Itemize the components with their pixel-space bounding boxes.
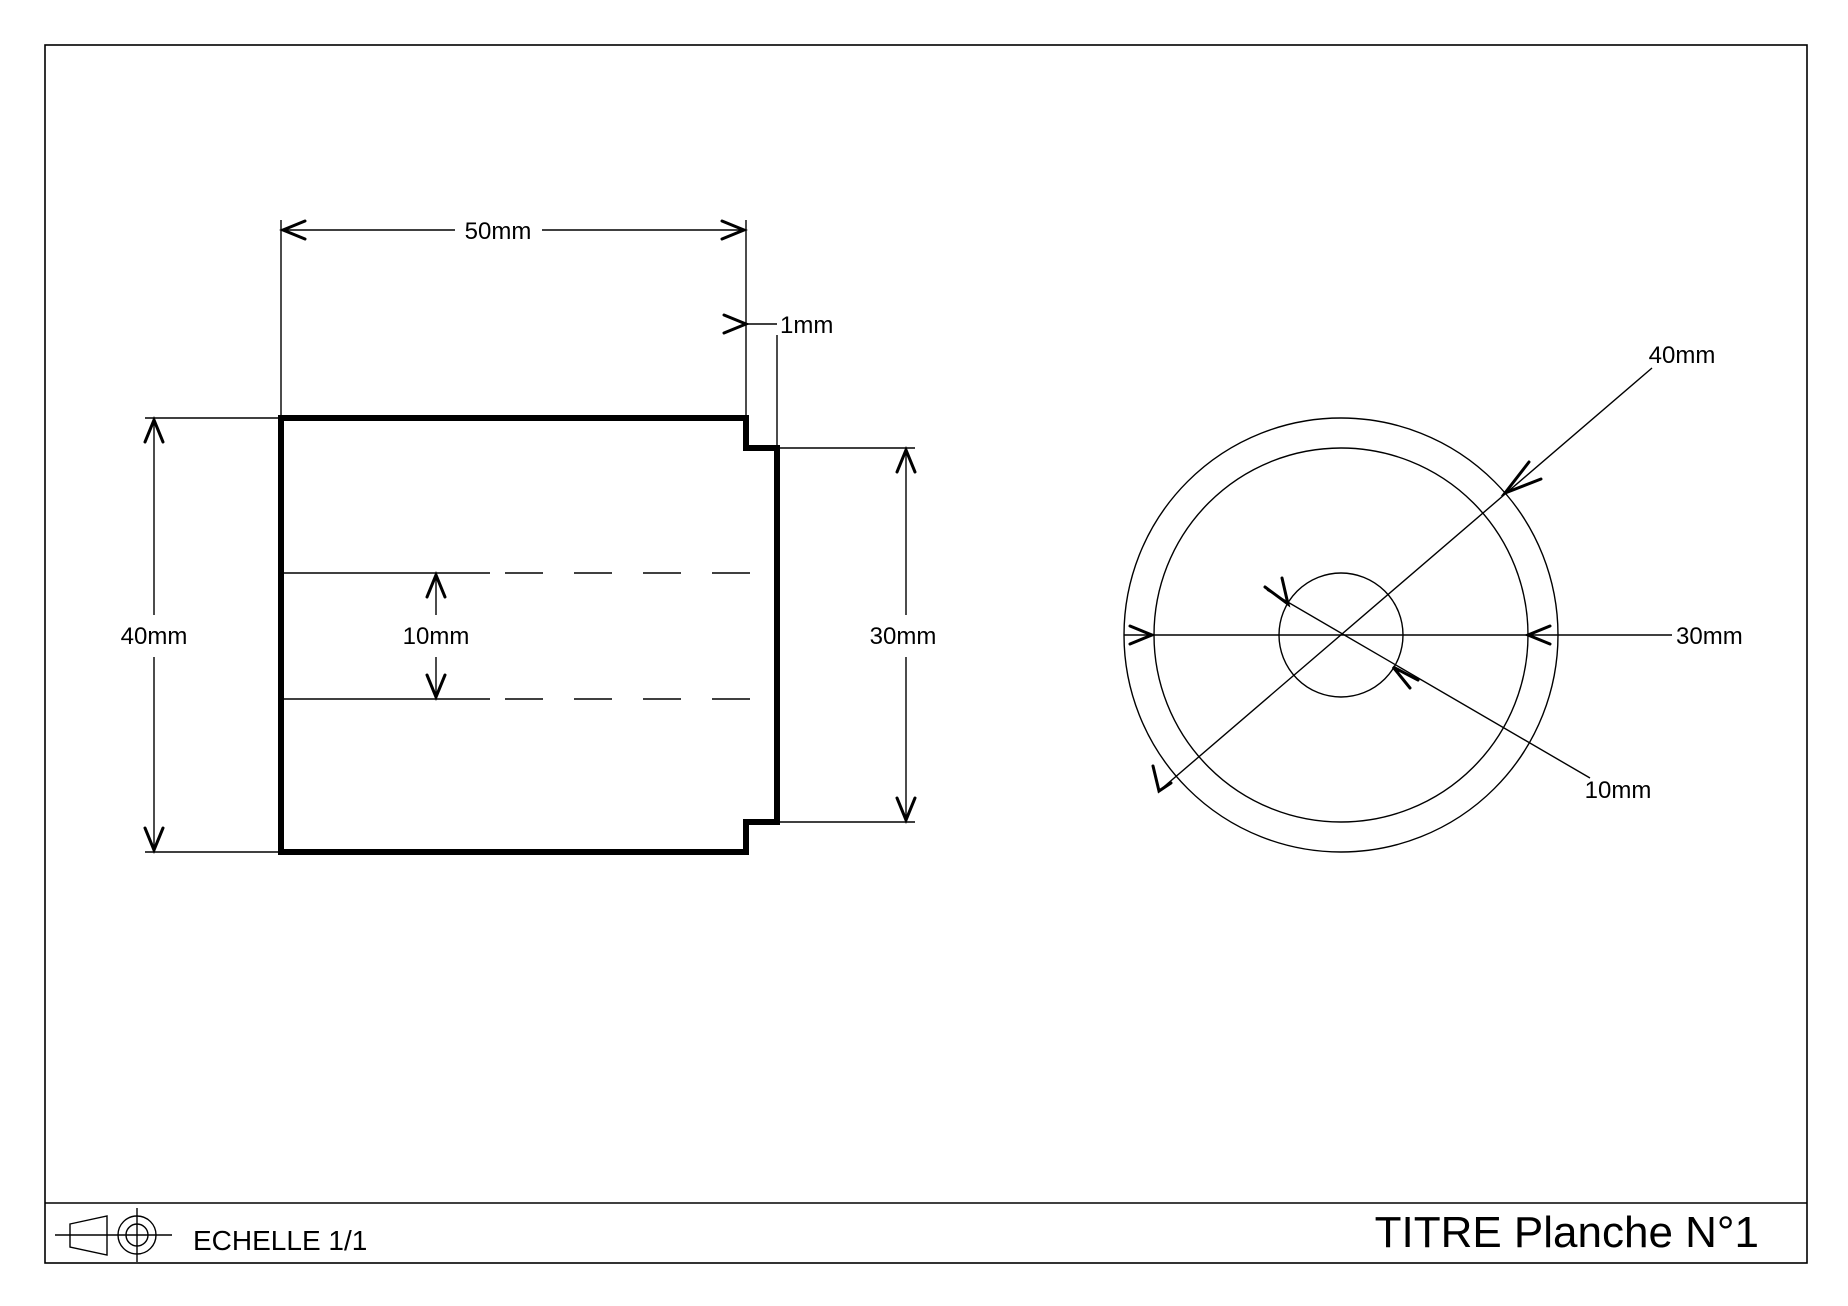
dimension-outer-diameter: 40mm: [1151, 342, 1716, 794]
end-view: 40mm 30mm 10mm: [1123, 342, 1743, 853]
drawing-title: TITRE Planche N°1: [1375, 1208, 1759, 1257]
dimension-middle-diameter: 30mm: [1124, 623, 1743, 650]
dimension-shoulder-label: 1mm: [780, 312, 833, 339]
dimension-step-height-label: 30mm: [870, 623, 937, 650]
dimension-outer-height-label: 40mm: [121, 623, 188, 650]
dimension-bore-diameter-label: 10mm: [1585, 777, 1652, 804]
dimension-shoulder: 1mm: [722, 312, 833, 448]
dimension-middle-diameter-label: 30mm: [1676, 623, 1743, 650]
sheet-border: [44, 44, 1808, 1264]
dimension-outer-height: 40mm: [121, 416, 281, 854]
scale-label: ECHELLE 1/1: [193, 1225, 367, 1256]
dimension-bore-label: 10mm: [403, 623, 470, 650]
dimension-step-height: 30mm: [777, 446, 937, 824]
first-angle-projection-icon: [55, 1208, 172, 1262]
dimension-length: 50mm: [279, 218, 748, 418]
part-outline: [278, 415, 780, 855]
title-block: ECHELLE 1/1 TITRE Planche N°1: [55, 1208, 1759, 1262]
dimension-bore: 10mm: [403, 571, 470, 701]
side-view: 50mm 1mm 40mm 10mm: [121, 218, 937, 855]
dimension-outer-diameter-label: 40mm: [1649, 342, 1716, 369]
dimension-length-label: 50mm: [465, 218, 532, 245]
dimension-bore-diameter: 10mm: [1263, 576, 1652, 804]
